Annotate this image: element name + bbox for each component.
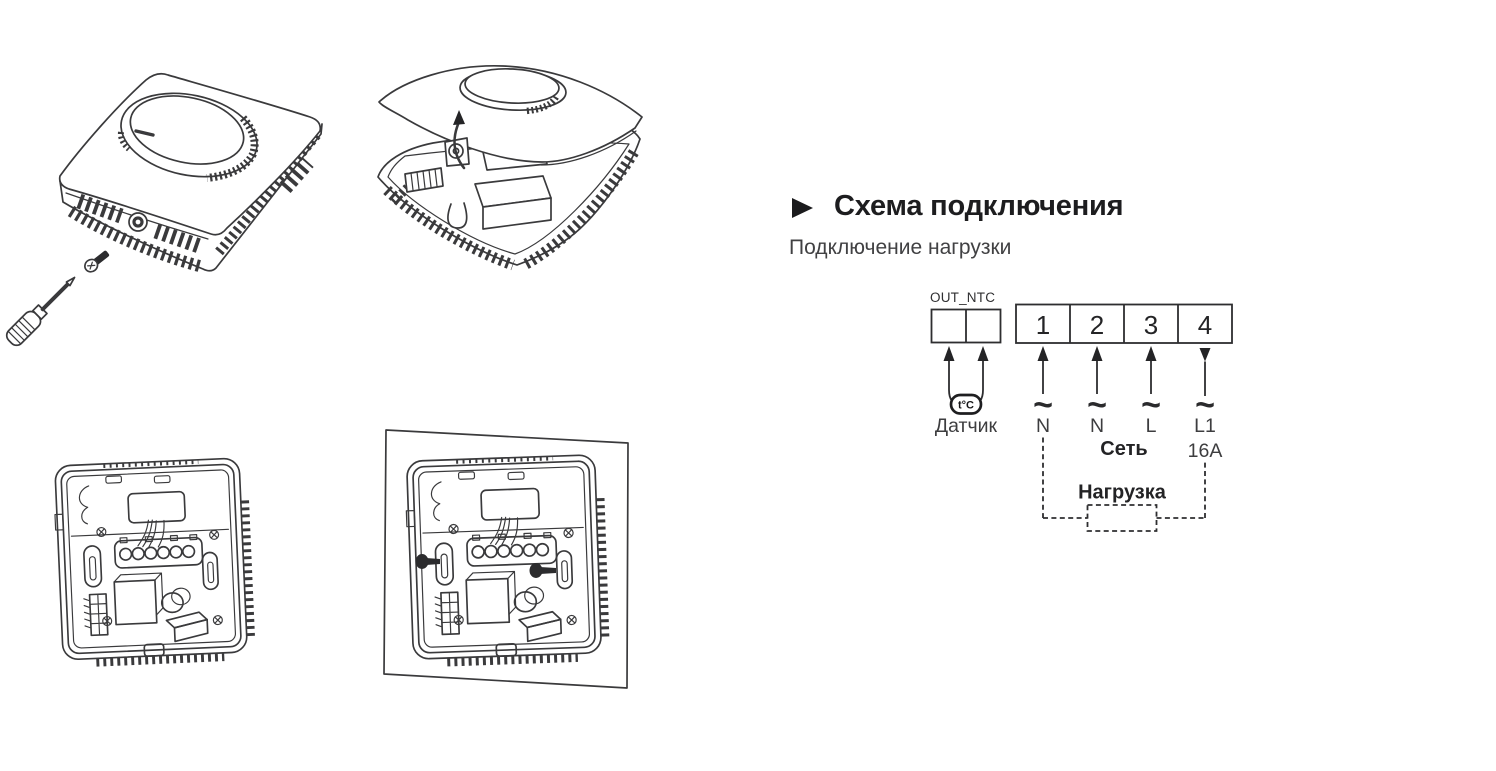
dial-knob — [117, 92, 259, 182]
sensor-connector-block — [930, 308, 1002, 344]
open-arrow-head — [453, 110, 465, 125]
mains-label: Сеть — [1100, 438, 1147, 460]
sensor-label: Датчик — [935, 415, 998, 437]
figure-thermostat-opened — [377, 65, 643, 271]
vent-slats-rightwall — [279, 157, 314, 193]
load-label: Нагрузка — [1078, 482, 1167, 504]
load-circuit — [1042, 437, 1206, 532]
cover-dial-knurl — [525, 95, 559, 115]
ac-symbol-3: ~ — [1141, 386, 1161, 424]
section-subtitle: Подключение нагрузки — [789, 236, 1012, 259]
relay-box — [474, 175, 552, 230]
connector-label: OUT_NTC — [930, 290, 995, 305]
front-tab — [447, 202, 468, 229]
wire-label-l1: L1 — [1194, 415, 1216, 437]
wire-label-n1: N — [1036, 415, 1050, 437]
ribs-front-left — [383, 185, 515, 271]
ac-symbol-1: ~ — [1033, 386, 1053, 424]
wire-label-n2: N — [1090, 415, 1104, 437]
mounting-screw-left — [415, 554, 440, 569]
wire-label-l: L — [1146, 415, 1157, 437]
screwdriver-icon — [5, 276, 76, 347]
figure-base-mounted — [383, 429, 629, 689]
terminal-arrows — [1037, 346, 1211, 396]
vent-slats-center — [153, 223, 205, 255]
wiring-diagram: OUT_NTC 1 2 3 4 t°C Датчик ~ ~ ~ ~ N N L — [930, 290, 1233, 532]
terminal-1-label: 1 — [1036, 310, 1050, 340]
ribs-front-right — [523, 149, 639, 269]
screw-icon — [84, 250, 110, 273]
figure-thermostat-assembled — [5, 72, 323, 347]
terminal-strip-open — [404, 167, 444, 193]
dial-indicator — [134, 129, 155, 137]
terminal-3-label: 3 — [1144, 310, 1158, 340]
screw-boss — [128, 212, 148, 232]
wall-plate — [383, 429, 629, 689]
mounting-screw-right — [529, 563, 556, 578]
section-title: Схема подключения — [834, 190, 1124, 222]
terminal-2-label: 2 — [1090, 310, 1104, 340]
figure-base-unit — [48, 452, 263, 684]
section-heading: Схема подключения — [792, 190, 1124, 223]
lifted-cover — [378, 65, 643, 166]
serration-bottom — [67, 205, 205, 273]
cover-dial — [459, 67, 567, 115]
terminal-4-label: 4 — [1198, 310, 1212, 340]
terminal-4-down-arrow — [1199, 348, 1211, 362]
sensor-capsule — [949, 393, 983, 415]
ac-symbol-4: ~ — [1195, 386, 1215, 424]
section-bullet-icon — [792, 197, 813, 218]
current-rating-label: 16A — [1188, 440, 1223, 462]
terminal-block: 1 2 3 4 — [1015, 303, 1233, 344]
dial-knurl-right — [206, 115, 259, 182]
dial-knurl-left — [117, 131, 132, 152]
sensor-symbol: t°C — [958, 400, 974, 412]
load-box — [1086, 504, 1158, 532]
open-arrow-shaft — [453, 120, 466, 170]
sensor-leads: t°C — [943, 346, 989, 415]
ac-symbol-2: ~ — [1087, 386, 1107, 424]
